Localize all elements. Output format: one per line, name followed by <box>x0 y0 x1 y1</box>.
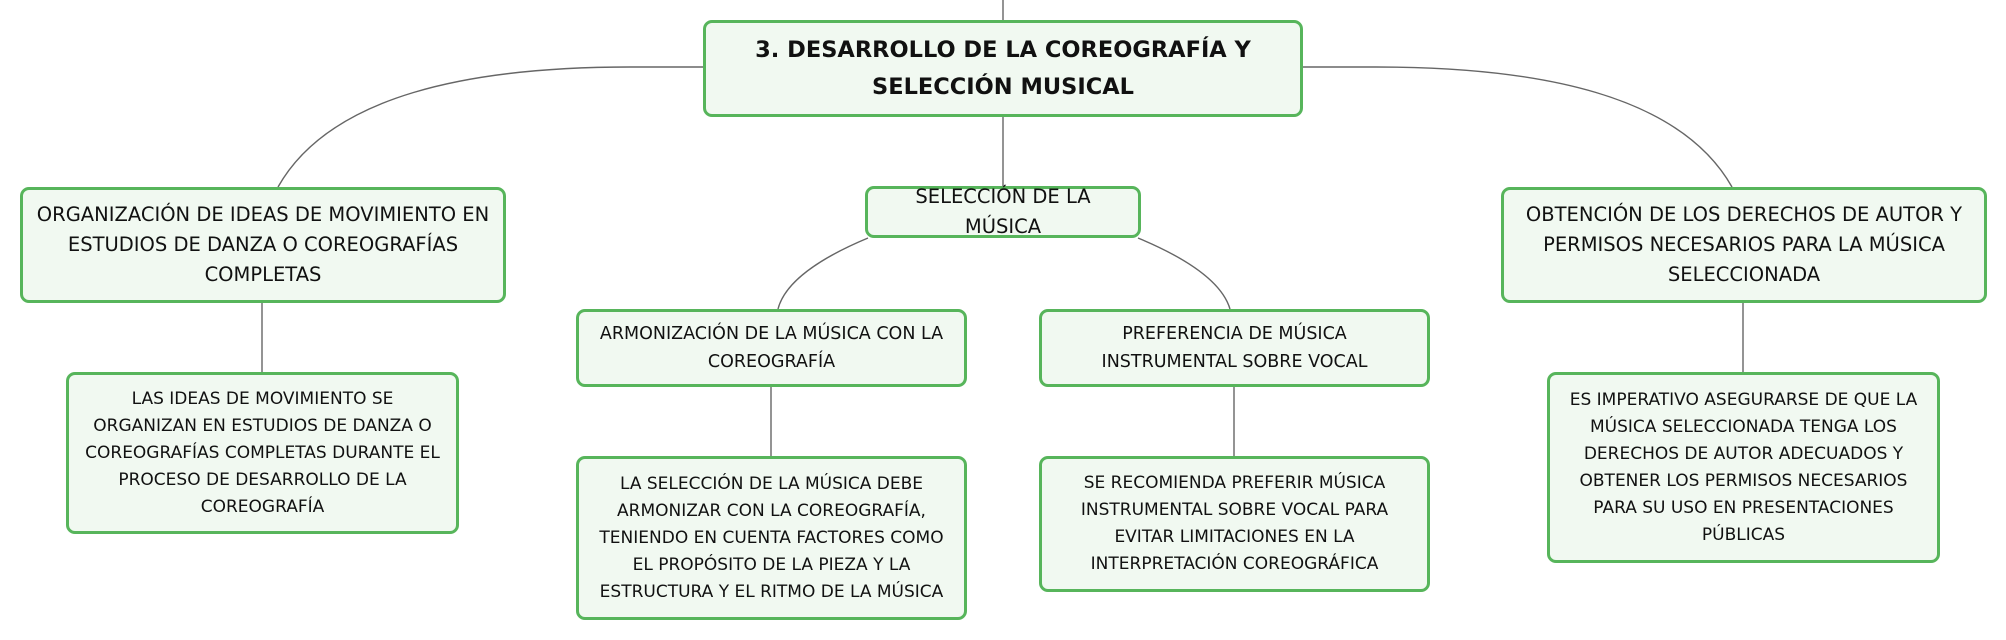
topic-armonizacion[interactable]: ARMONIZACIÓN DE LA MÚSICA CON LA COREOGR… <box>576 309 967 387</box>
connector-line <box>1137 237 1231 310</box>
topic-instrumental[interactable]: PREFERENCIA DE MÚSICA INSTRUMENTAL SOBRE… <box>1039 309 1430 387</box>
connector-line <box>777 237 869 310</box>
detail-armonizacion-text: LA SELECCIÓN DE LA MÚSICA DEBE ARMONIZAR… <box>599 473 944 602</box>
detail-derechos-autor-text: ES IMPERATIVO ASEGURARSE DE QUE LA MÚSIC… <box>1569 389 1918 545</box>
root-topic[interactable]: 3. DESARROLLO DE LA COREOGRAFÍA Y SELECC… <box>703 20 1303 117</box>
root-topic-text: 3. DESARROLLO DE LA COREOGRAFÍA Y SELECC… <box>755 36 1251 100</box>
topic-instrumental-text: PREFERENCIA DE MÚSICA INSTRUMENTAL SOBRE… <box>1101 324 1368 372</box>
detail-ideas-movimiento[interactable]: LAS IDEAS DE MOVIMIENTO SE ORGANIZAN EN … <box>66 372 459 534</box>
connector-line <box>277 66 703 188</box>
topic-seleccion-musica[interactable]: SELECCIÓN DE LA MÚSICA <box>865 185 1141 238</box>
topic-seleccion-musica-text: SELECCIÓN DE LA MÚSICA <box>915 185 1091 238</box>
detail-ideas-movimiento-text: LAS IDEAS DE MOVIMIENTO SE ORGANIZAN EN … <box>85 388 440 517</box>
detail-instrumental-text: SE RECOMIENDA PREFERIR MÚSICA INSTRUMENT… <box>1080 473 1389 574</box>
detail-derechos-autor[interactable]: ES IMPERATIVO ASEGURARSE DE QUE LA MÚSIC… <box>1547 372 1940 563</box>
topic-ideas-movimiento[interactable]: ORGANIZACIÓN DE IDEAS DE MOVIMIENTO EN E… <box>20 187 506 303</box>
detail-instrumental[interactable]: SE RECOMIENDA PREFERIR MÚSICA INSTRUMENT… <box>1039 456 1430 592</box>
topic-derechos-autor[interactable]: OBTENCIÓN DE LOS DERECHOS DE AUTOR Y PER… <box>1501 187 1987 303</box>
topic-armonizacion-text: ARMONIZACIÓN DE LA MÚSICA CON LA COREOGR… <box>599 324 944 372</box>
connector-line <box>1303 66 1733 188</box>
topic-ideas-movimiento-text: ORGANIZACIÓN DE IDEAS DE MOVIMIENTO EN E… <box>36 203 490 286</box>
topic-derechos-autor-text: OBTENCIÓN DE LOS DERECHOS DE AUTOR Y PER… <box>1525 203 1963 286</box>
detail-armonizacion[interactable]: LA SELECCIÓN DE LA MÚSICA DEBE ARMONIZAR… <box>576 456 967 620</box>
